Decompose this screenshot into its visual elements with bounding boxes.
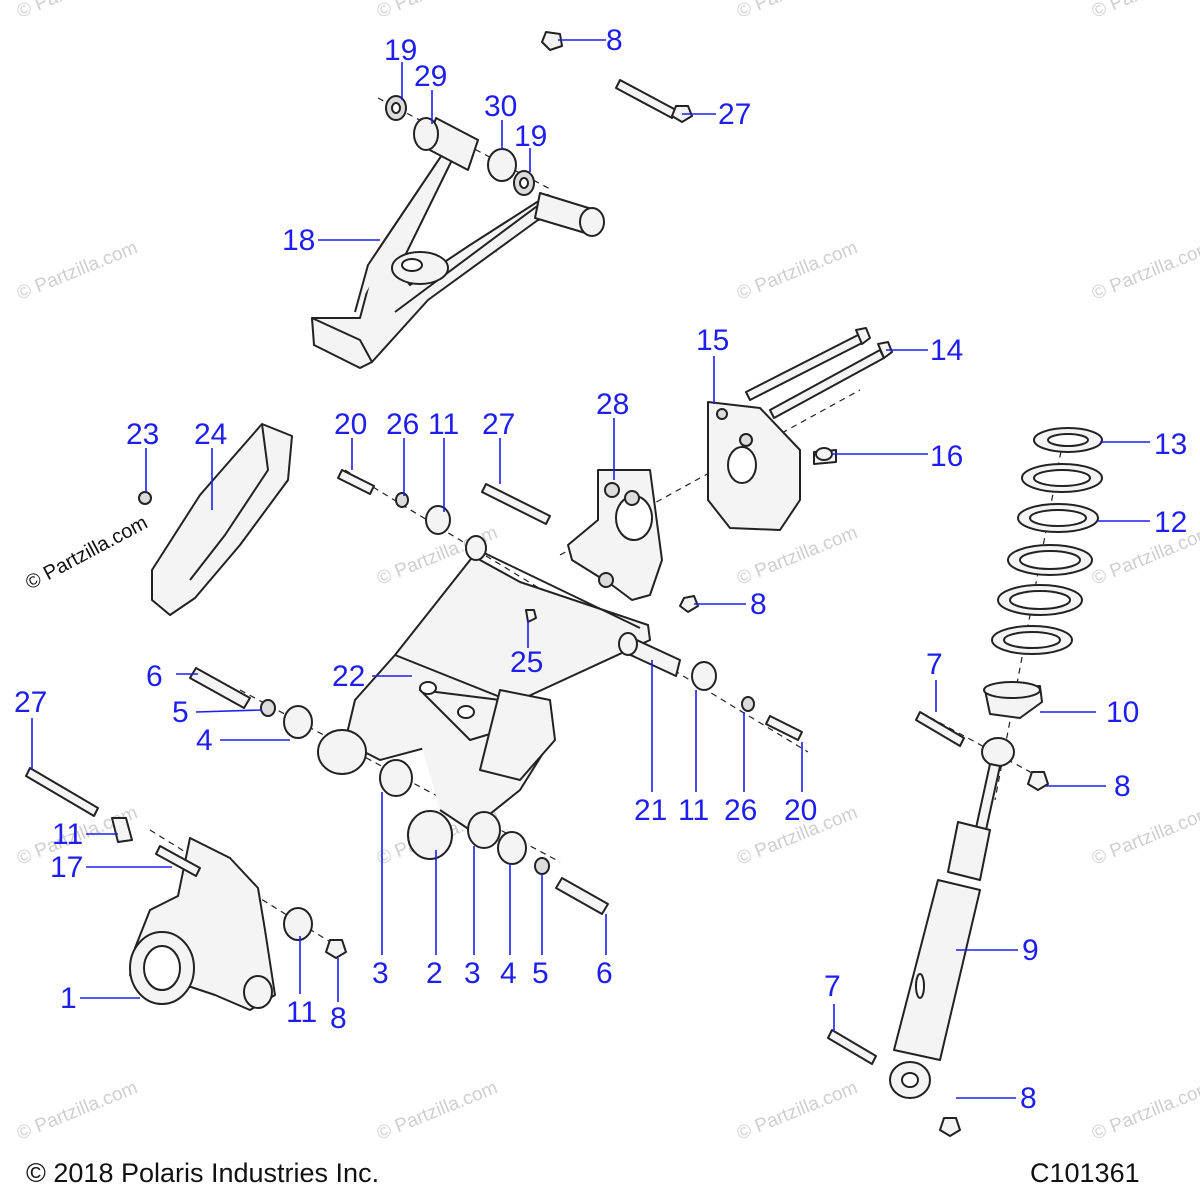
callout-12: 12 — [1154, 506, 1187, 539]
callout-8: 8 — [1114, 770, 1131, 803]
callout-17: 17 — [50, 851, 83, 884]
callout-7: 7 — [926, 648, 943, 681]
callout-25: 25 — [510, 646, 543, 679]
callout-9: 9 — [1022, 934, 1039, 967]
watermark: © Partzilla.com — [734, 1077, 861, 1144]
callout-24: 24 — [194, 418, 227, 451]
callout-26: 26 — [724, 794, 757, 827]
callout-11: 11 — [678, 794, 709, 827]
callout-2: 2 — [426, 957, 443, 990]
callout-8: 8 — [606, 24, 623, 57]
spring-seat-10[interactable] — [983, 681, 1043, 719]
callout-19: 19 — [384, 34, 417, 67]
callout-3: 3 — [372, 957, 389, 990]
callout-7: 7 — [824, 970, 841, 1003]
callout-6: 6 — [596, 957, 613, 990]
callout-5: 5 — [172, 696, 189, 729]
lower-a-arm[interactable] — [344, 535, 681, 831]
callout-11: 11 — [428, 408, 459, 441]
watermark: © Partzilla.com — [1089, 237, 1200, 304]
bracket-28[interactable] — [567, 469, 663, 601]
callout-19: 19 — [514, 120, 547, 153]
callout-labels: 8 27 19 29 30 19 18 15 14 28 16 13 12 23… — [14, 24, 1187, 1115]
watermark: © Partzilla.com — [14, 237, 141, 304]
watermark-dark: © Partzilla.com — [22, 512, 151, 595]
watermark: © Partzilla.com — [1089, 0, 1200, 23]
copyright-text: © 2018 Polaris Industries Inc. — [26, 1158, 379, 1188]
callout-5: 5 — [532, 957, 549, 990]
callout-20: 20 — [334, 408, 367, 441]
callout-26: 26 — [386, 408, 419, 441]
watermark: © Partzilla.com — [1089, 802, 1200, 869]
callout-23: 23 — [126, 418, 159, 451]
callout-21: 21 — [634, 794, 667, 827]
footer: © 2018 Polaris Industries Inc. C101361 — [26, 1158, 1140, 1188]
callout-29: 29 — [414, 60, 447, 93]
callout-4: 4 — [500, 957, 517, 990]
callout-16: 16 — [930, 440, 963, 473]
callout-14: 14 — [930, 334, 963, 367]
callout-11: 11 — [286, 996, 317, 1029]
lower-arm-bushings[interactable] — [189, 469, 803, 915]
callout-10: 10 — [1106, 696, 1139, 729]
watermark: © Partzilla.com — [1089, 1077, 1200, 1144]
leader-lines — [31, 39, 1150, 1099]
callout-8: 8 — [1020, 1082, 1037, 1115]
diagram-code: C101361 — [1030, 1158, 1140, 1188]
callout-15: 15 — [696, 324, 729, 357]
watermark: © Partzilla.com — [14, 0, 141, 23]
bolt-16[interactable] — [813, 447, 837, 465]
callout-3: 3 — [464, 957, 481, 990]
callout-27: 27 — [482, 408, 515, 441]
coil-spring-12[interactable] — [991, 427, 1103, 655]
shock-absorber-9[interactable] — [827, 711, 1049, 1137]
watermark: © Partzilla.com — [734, 237, 861, 304]
callout-27: 27 — [14, 686, 47, 719]
watermark: © Partzilla.com — [734, 0, 861, 23]
callout-22: 22 — [332, 660, 365, 693]
upper-a-arm[interactable] — [311, 117, 605, 369]
watermark: © Partzilla.com — [374, 1077, 501, 1144]
callout-30: 30 — [484, 90, 517, 123]
guard-24[interactable] — [138, 423, 293, 616]
callout-1: 1 — [60, 982, 77, 1015]
callout-8: 8 — [330, 1002, 347, 1035]
callout-28: 28 — [596, 388, 629, 421]
bracket-15[interactable] — [707, 401, 801, 531]
knuckle-1[interactable] — [25, 767, 347, 1011]
callout-6: 6 — [146, 660, 163, 693]
callout-11: 11 — [52, 818, 83, 851]
watermark: © Partzilla.com — [734, 522, 861, 589]
callout-4: 4 — [196, 724, 213, 757]
callout-20: 20 — [784, 794, 817, 827]
through-bolts-14[interactable] — [745, 327, 893, 419]
watermark: © Partzilla.com — [374, 0, 501, 23]
callout-13: 13 — [1154, 428, 1187, 461]
watermark: © Partzilla.com — [14, 1077, 141, 1144]
callout-18: 18 — [282, 224, 315, 257]
callout-27: 27 — [718, 98, 751, 131]
callout-8: 8 — [750, 588, 767, 621]
